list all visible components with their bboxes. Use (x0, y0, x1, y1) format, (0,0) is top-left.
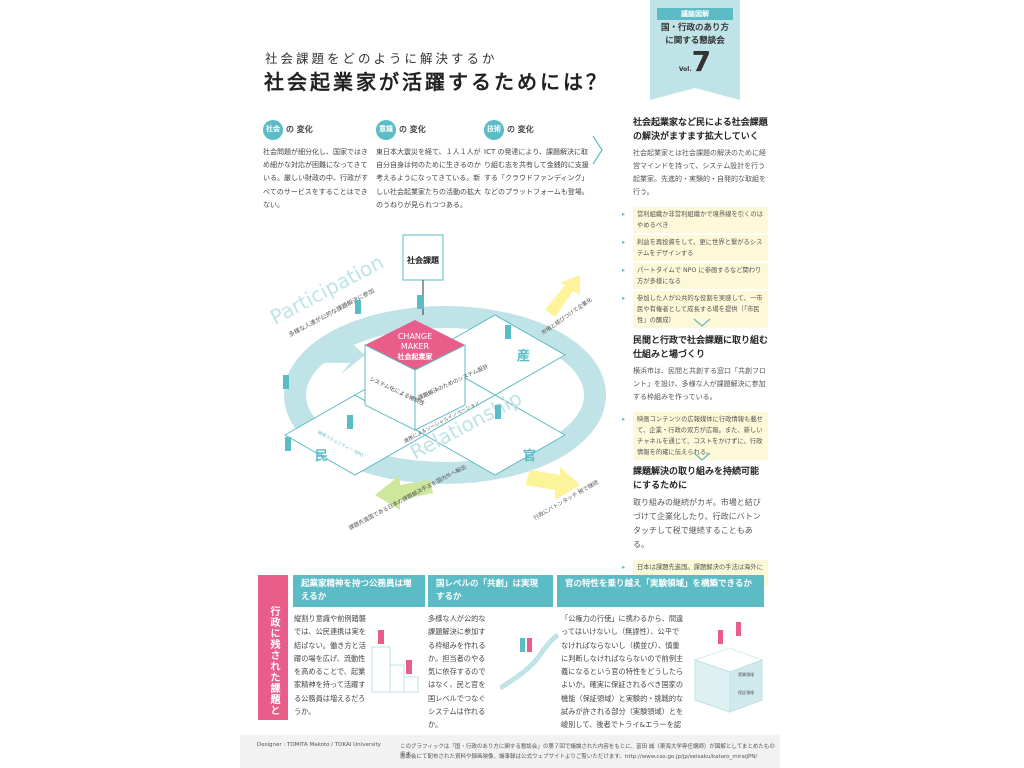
bottom-text: 縦割り意識や前例踏襲では、公民連携は実を結ばない。働き方と活躍の場を広げ、流動性… (294, 614, 366, 717)
change-text: 東日本大震災を経て、１人１人が自分自身は何のために生きるのか考えるようになってき… (376, 148, 481, 209)
chevron-down-icon (693, 318, 711, 327)
change-badge: 社会 (263, 120, 283, 140)
change-text: ICT の発達により、課題解決に取り組む志を共有して金銭的に支援する「クラウドフ… (484, 148, 589, 196)
vol-number: 7 (691, 45, 712, 78)
page-subtitle: 社会課題をどのように解決するか (265, 51, 498, 66)
issue-sign-text: 社会課題 (406, 255, 440, 265)
change-maker-text: CHANGE (398, 332, 432, 341)
bottom-heading: 国レベルの「共創」は実現するか (425, 575, 553, 607)
vol-label: Vol. (678, 66, 692, 73)
market-arrow (545, 275, 580, 317)
change-society: 社会の 変化 社会問題が細分化し、国家ではきめ細かな対応が困難になってきている。… (263, 120, 368, 212)
chevron-right-icon (592, 135, 603, 165)
label-experiment: 実験領域 (738, 671, 754, 677)
stairs-illustration (371, 630, 419, 693)
change-maker-text: MAKER (401, 342, 430, 351)
tag-label: 議論図解 (657, 8, 733, 20)
label-min: 民 (315, 449, 328, 464)
side-label-text: 行政に残された課題とは？ (238, 605, 279, 716)
bottom-heading: 官の特性を乗り越え「実験領域」を構築できるか (557, 575, 764, 607)
change-awareness: 意識の 変化 東日本大震災を経て、１人１人が自分自身は何のために生きるのか考える… (376, 120, 481, 212)
export-arrow (375, 475, 433, 510)
change-maker-text: 社会起業家 (397, 352, 434, 361)
label-san: 産 (517, 348, 530, 364)
designer-credit: Designer : TOMITA Makoto / TOKAI Univers… (257, 742, 381, 748)
section-body: 横浜市は、民間と共創する窓口「共創フロント」を設け、多様な人が課題解決に参加する… (633, 367, 766, 401)
right-section-expansion: 社会起業家など民による社会課題の解決がますます拡大していく 社会起業家とは社会課… (622, 116, 768, 330)
section-heading: 社会起業家など民による社会課題の解決がますます拡大していく (633, 118, 768, 142)
cube-right-face (414, 344, 466, 431)
change-technology: 技術の 変化 ICT の発達により、課題解決に取り組む志を共有して金銭的に支援す… (484, 120, 589, 199)
change-heading: の 変化 (286, 125, 313, 135)
label-kan: 官 (523, 448, 536, 464)
chevron-down-icon (693, 452, 711, 461)
note-item: パートタイムで NPO に参画するなど関わり方が多様になる (622, 263, 768, 289)
issue-sign (402, 234, 444, 281)
section-body: 社会起業家とは社会課題の解決のために経営マインドを持って、システム設計を行う起業… (633, 149, 766, 196)
market-arrow-text: 市場と結びつけて企業化 (540, 295, 595, 337)
section-body: 取り組みの継続がカギ。市場と結びづけて企業化したり、行政にバトンタッチして税で継… (633, 498, 761, 549)
footer-note: このグラフィックは「国・行政のあり方に関する懇談会」の第７回で議論された内容をも… (400, 744, 775, 758)
footer: Designer : TOMITA Makoto / TOKAI Univers… (240, 735, 780, 768)
note-item: 映画コンテンツの広報媒体に行政情報も載せて、企業・行政の双方が広報。また、新しい… (622, 412, 768, 460)
bottom-text: 「公権力の行使」に携わるから、間違ってはいけないし（無謬性）、公平でなければなら… (561, 614, 684, 743)
section-heading: 課題解決の取り組みを持続可能にするために (633, 467, 760, 491)
section-heading: 民間と行政で社会課題に取り組む仕組みと場づくり (633, 336, 769, 360)
bottom-heading: 起業家精神を持つ公務員は増えるか (293, 575, 425, 607)
participation-arrow (315, 333, 365, 375)
page-title: 社会起業家が活躍するためには？ (264, 70, 609, 94)
gov-arrow (525, 467, 580, 500)
right-section-co-creation: 民間と行政で社会課題に取り組む仕組みと場づくり 横浜市は、民間と共創する窓口「共… (622, 334, 769, 462)
ecosystem-diagram: Participation 多様な人達が公的な課題解決に参加 CHANGE MA… (266, 234, 606, 532)
change-text: 社会問題が細分化し、国家ではきめ細かな対応が困難になってきている。厳しい財政の中… (263, 148, 368, 209)
bottom-text: 多様な人が公的な課題解決に参加する枠組みを作れるか。担当者のやる気に依存するので… (428, 614, 486, 730)
tag-title: 国・行政のあり方に関する懇談会 (660, 23, 729, 46)
japan-map-illustration (500, 632, 560, 690)
change-heading: の 変化 (399, 125, 426, 135)
label-guarantee: 保証領域 (738, 689, 754, 695)
footer-note: 懇談会にて配布された資料や録画映像、議事録は公式ウェブサイトよりご覧いただけます… (400, 754, 758, 760)
note-item: 参加した人が公共的な役割を実感して、一市民や有権者として成長する場を提供（「市民… (622, 291, 768, 328)
change-heading: の 変化 (507, 125, 534, 135)
remaining-issues-label: 行政に残された課題とは？ (238, 575, 288, 720)
person-icons (283, 295, 511, 451)
change-badge: 意識 (376, 120, 396, 140)
note-item: 利益を再投資をして、更に世界と繋がるシステムをデザインする (622, 235, 768, 261)
note-item: 営利組織か非営利組織かで境界線を引くのはやめるべき (622, 207, 768, 233)
right-section-sustainability: 課題解決の取り組みを持続可能にするために 取り組みの継続がカギ。市場と結びづけて… (622, 465, 768, 588)
series-tag: 議論図解 国・行政のあり方に関する懇談会 Vol.7 (650, 0, 740, 100)
cycle-ring (284, 306, 606, 484)
change-badge: 技術 (484, 120, 504, 140)
